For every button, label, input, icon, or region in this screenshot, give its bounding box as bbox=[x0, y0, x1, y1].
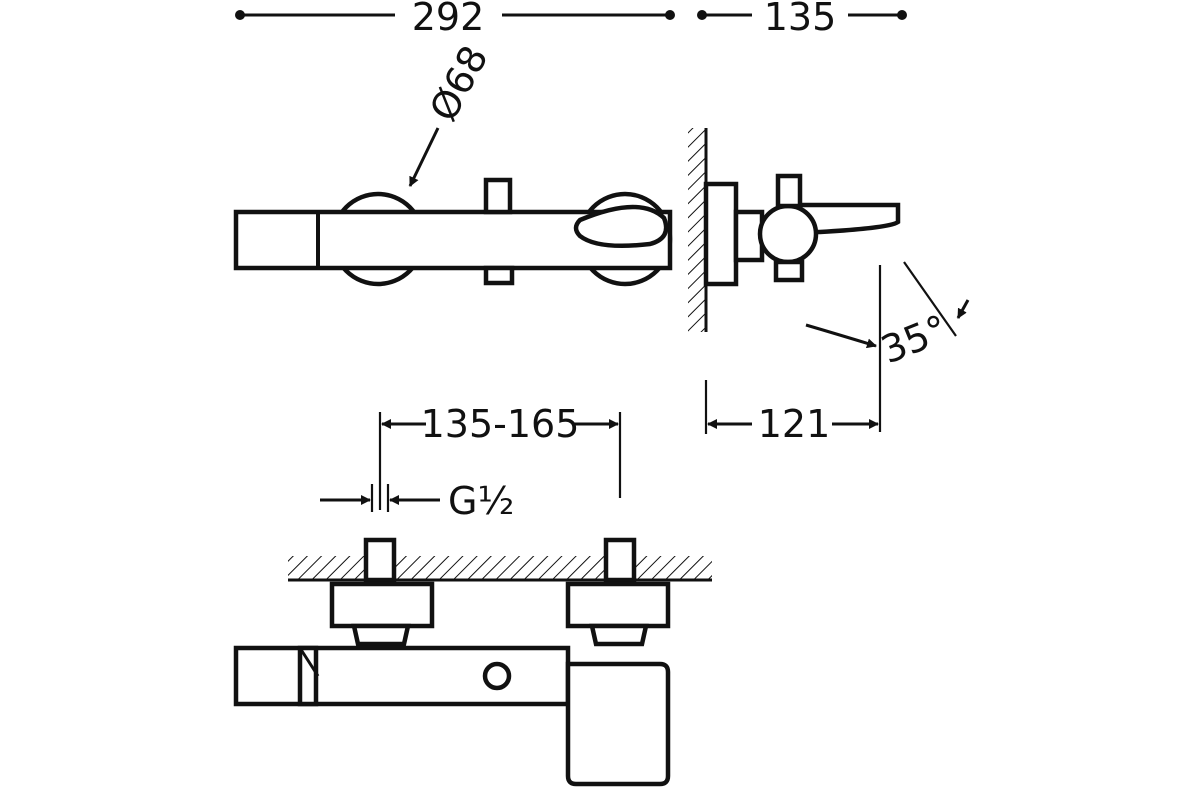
spout-projection-label: 121 bbox=[758, 402, 831, 446]
dimension-thread-size: G½ bbox=[320, 479, 514, 523]
mixer-front-view bbox=[233, 537, 712, 787]
dimension-overall-length: 292 bbox=[235, 0, 675, 39]
mixer-side-view bbox=[688, 128, 957, 432]
overall-length-label: 292 bbox=[412, 0, 485, 39]
mixer-top-view bbox=[233, 177, 673, 287]
dimension-handle-diameter: Ø68 bbox=[408, 38, 497, 187]
dimension-spout-angle: 35° bbox=[805, 299, 970, 372]
handle-diameter-label: Ø68 bbox=[421, 38, 497, 128]
depth-label: 135 bbox=[764, 0, 837, 39]
thread-size-label: G½ bbox=[448, 479, 514, 523]
dimension-inlet-centers: 135-165 bbox=[378, 402, 622, 510]
dimension-depth: 135 bbox=[697, 0, 907, 39]
dimension-spout-projection: 121 bbox=[704, 380, 879, 446]
inlet-centers-label: 135-165 bbox=[421, 402, 580, 446]
